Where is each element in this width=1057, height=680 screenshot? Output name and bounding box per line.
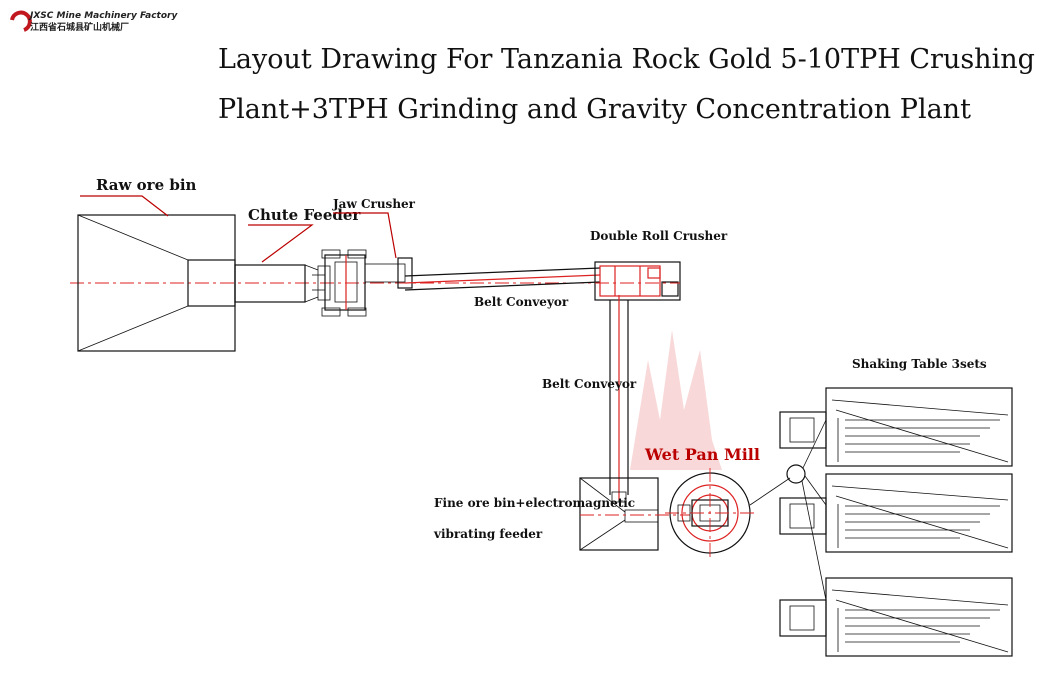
label-raw-ore-bin: Raw ore bin — [96, 176, 197, 194]
distribution-pipes — [749, 419, 827, 601]
belt-conveyor-vertical — [609, 295, 629, 503]
belt-conveyor-horizontal — [404, 267, 601, 291]
shaking-table-2 — [779, 473, 1013, 553]
label-fine-ore-bin-line-1: Fine ore bin+electromagnetic — [434, 496, 635, 510]
leader-raw-ore-bin — [80, 195, 169, 217]
chute-feeder — [234, 264, 331, 303]
label-jaw-crusher: Jaw Crusher — [332, 197, 416, 211]
label-double-roll-crusher: Double Roll Crusher — [590, 229, 728, 243]
logo-company-cn: 江西省石城县矿山机械厂 — [30, 21, 129, 33]
label-belt-conveyor-2: Belt Conveyor — [542, 377, 637, 391]
logo-company-en: JXSC Mine Machinery Factory — [28, 11, 178, 21]
watermark — [464, 235, 722, 566]
label-chute-feeder: Chute Feeder — [248, 206, 361, 224]
page-title-line-2: Plant+3TPH Grinding and Gravity Concentr… — [218, 94, 971, 125]
shaking-table-1 — [779, 387, 1013, 467]
label-belt-conveyor-1: Belt Conveyor — [474, 295, 569, 309]
logo-mark-icon — [10, 10, 32, 32]
page-title-line-1: Layout Drawing For Tanzania Rock Gold 5-… — [218, 44, 1035, 75]
fine-ore-bin — [579, 477, 690, 551]
jaw-crusher — [312, 249, 413, 317]
watermark-flame — [630, 330, 722, 470]
double-roll-crusher — [594, 261, 681, 301]
leader-chute-feeder — [248, 224, 314, 263]
shaking-table-3 — [779, 577, 1013, 657]
label-wet-pan-mill: Wet Pan Mill — [644, 445, 760, 464]
leader-jaw-crusher — [333, 212, 397, 259]
label-shaking-table: Shaking Table 3sets — [852, 357, 987, 371]
label-fine-ore-bin-line-2: vibrating feeder — [433, 527, 543, 541]
wet-pan-mill — [665, 468, 755, 558]
company-logo: JXSC Mine Machinery Factory 江西省石城县矿山机械厂 — [10, 10, 178, 33]
